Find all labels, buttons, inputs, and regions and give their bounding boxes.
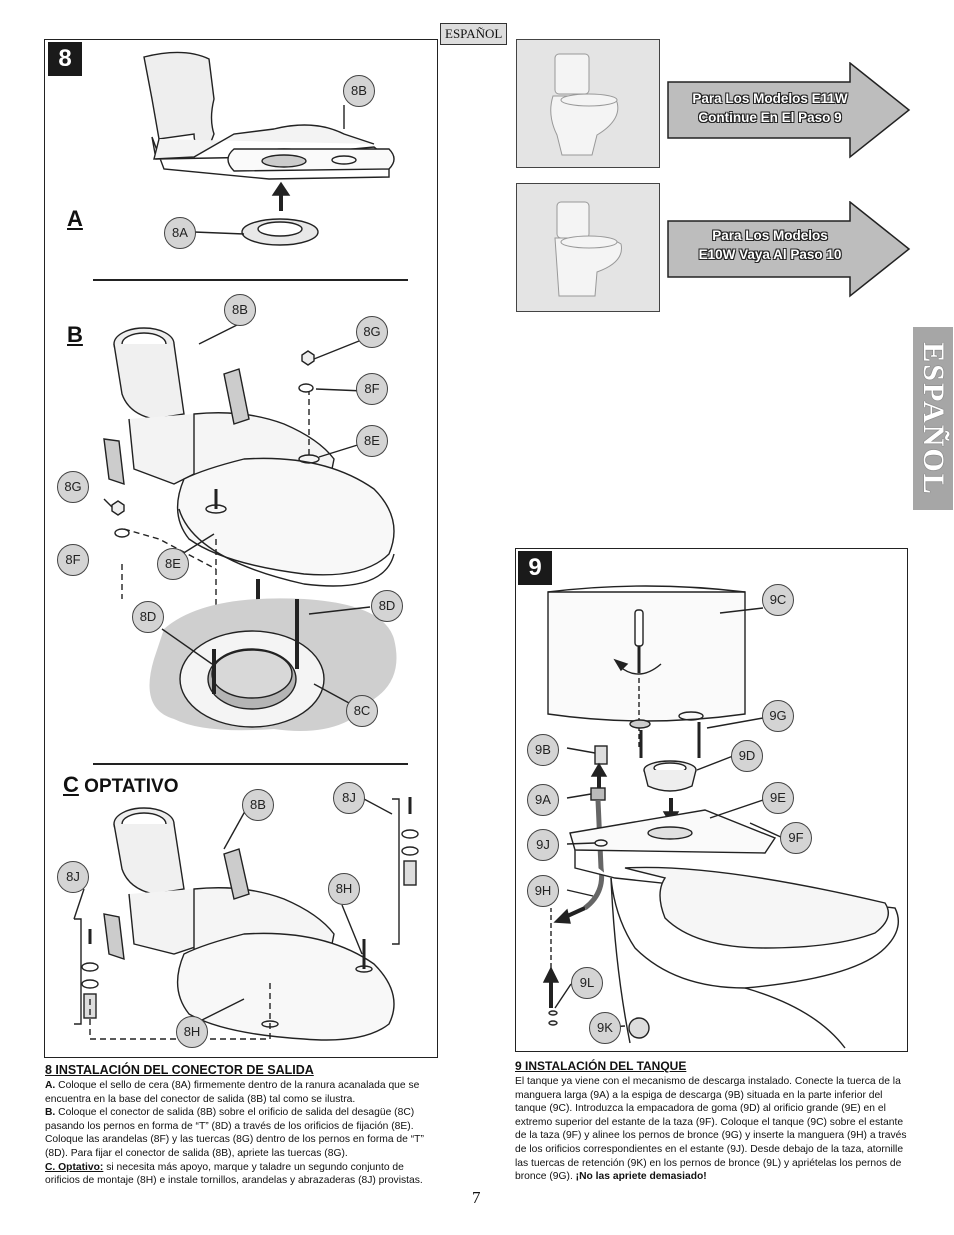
step8-caption: 8 INSTALACIÓN DEL CONECTOR DE SALIDA A. … <box>45 1063 440 1188</box>
model-e11w-text: Para Los Modelos E11W Continue En El Pas… <box>692 91 848 125</box>
callout-8b: 8B <box>242 789 274 821</box>
callout-9b: 9B <box>527 734 559 766</box>
language-side-tab-label: ESPAÑOL <box>917 341 950 496</box>
section-c-heading: C OPTATIVO <box>63 772 178 798</box>
callout-8b: 8B <box>224 294 256 326</box>
section-divider <box>93 279 408 281</box>
step8-illustration <box>73 51 419 1041</box>
outlet-connector-b <box>103 327 395 587</box>
language-side-tab: ESPAÑOL <box>913 327 953 510</box>
step9-caption: 9 INSTALACIÓN DEL TANQUE El tanque ya vi… <box>515 1059 910 1184</box>
callout-9d: 9D <box>731 740 763 772</box>
callout-8d: 8D <box>132 601 164 633</box>
section-b-label: B <box>67 322 83 347</box>
callout-8g: 8G <box>356 316 388 348</box>
callout-8e: 8E <box>157 548 189 580</box>
callout-8f: 8F <box>57 544 89 576</box>
section-divider <box>93 763 408 765</box>
step8-badge: 8 <box>48 42 82 76</box>
language-tag: ESPAÑOL <box>440 23 508 45</box>
step9-caption-text: El tanque ya viene con el mecanismo de d… <box>515 1076 907 1183</box>
step9-illustration <box>542 585 899 1049</box>
callout-9h: 9H <box>527 875 559 907</box>
callout-8c: 8C <box>346 695 378 727</box>
step8-caption-b: B. Coloque el conector de salida (8B) so… <box>45 1107 424 1159</box>
callout-9j: 9J <box>527 829 559 861</box>
callout-8g: 8G <box>57 471 89 503</box>
step8-caption-a: A. Coloque el sello de cera (8A) firmeme… <box>45 1080 420 1105</box>
outlet-connector-a <box>143 51 395 180</box>
model-e11w-arrow <box>667 62 911 159</box>
callout-8h: 8H <box>176 1016 208 1048</box>
step9-caption-title: 9 INSTALACIÓN DEL TANQUE <box>515 1059 687 1073</box>
callout-8e: 8E <box>356 425 388 457</box>
model-e10w-photo <box>516 183 660 312</box>
callout-8a: 8A <box>164 217 196 249</box>
page-number: 7 <box>472 1188 481 1207</box>
outlet-connector-c <box>103 807 395 1041</box>
callout-8b: 8B <box>343 75 375 107</box>
section-c-label: C <box>63 772 79 797</box>
callout-8j: 8J <box>57 861 89 893</box>
callout-9l: 9L <box>571 967 603 999</box>
callout-9e: 9E <box>762 782 794 814</box>
step8-caption-c: C. Optativo: si necesita más apoyo, marq… <box>45 1161 423 1187</box>
step9-badge: 9 <box>518 551 552 585</box>
model-e11w-photo <box>516 39 660 168</box>
callout-9g: 9G <box>762 700 794 732</box>
callout-8j: 8J <box>333 782 365 814</box>
callout-9a: 9A <box>527 784 559 816</box>
section-a-label: A <box>67 206 83 231</box>
callout-9c: 9C <box>762 584 794 616</box>
callout-9f: 9F <box>780 822 812 854</box>
callout-8f: 8F <box>356 373 388 405</box>
step8-caption-title: 8 INSTALACIÓN DEL CONECTOR DE SALIDA <box>45 1063 314 1077</box>
callout-9k: 9K <box>589 1012 621 1044</box>
callout-8h: 8H <box>328 873 360 905</box>
model-e10w-text: Para Los Modelos E10W Vaya Al Paso 10 <box>698 228 842 262</box>
model-e10w-arrow <box>667 201 911 298</box>
section-c-suffix: OPTATIVO <box>84 776 179 797</box>
callout-8d: 8D <box>371 590 403 622</box>
